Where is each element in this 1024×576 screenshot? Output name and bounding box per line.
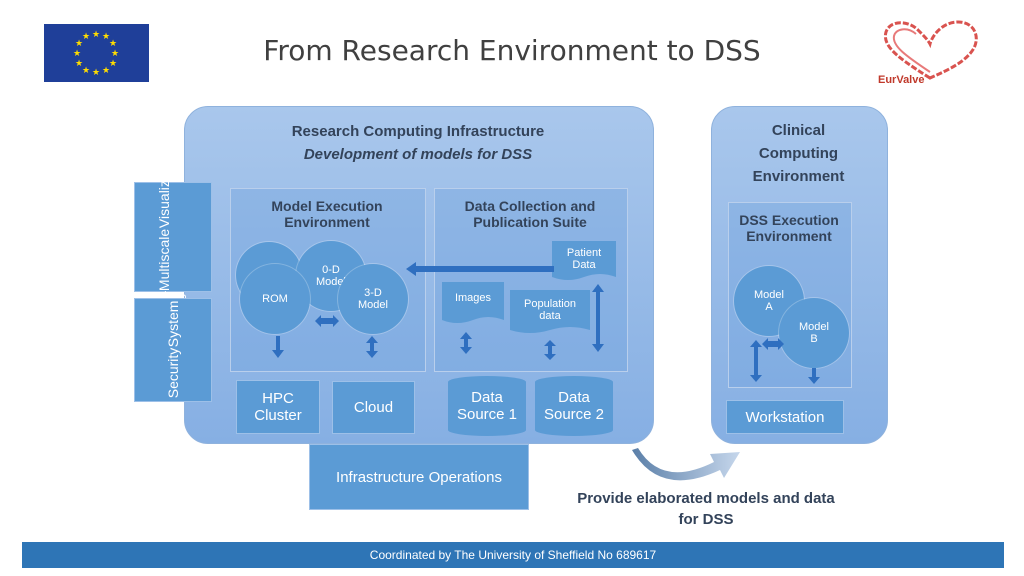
rom-3d-arrow-icon [315, 315, 339, 327]
clinical-title: Clinical Computing Environment [752, 121, 845, 185]
down-arrow-icon [272, 336, 284, 358]
svg-text:★: ★ [75, 38, 83, 48]
updown-arrow-icon [366, 336, 378, 358]
down-arrow-icon [808, 368, 820, 384]
data-collection-label: Data Collection and Publication Suite [464, 198, 596, 230]
visualization-box: Real-time Multiscale Visualization [134, 150, 212, 324]
dss-execution-label: DSS Execution Environment [739, 212, 839, 244]
heart-icon [883, 20, 978, 80]
node-rom: ROM [240, 264, 310, 334]
security-system-box: Security System [134, 298, 212, 402]
page-title: From Research Environment to DSS [263, 33, 761, 67]
population-data-label: Population data [524, 298, 576, 322]
svg-text:★: ★ [109, 58, 117, 68]
model-ab-arrow-icon [762, 338, 784, 350]
population-data-doc [510, 290, 590, 333]
svg-text:★: ★ [109, 38, 117, 48]
eu-flag-icon: ★ ★ ★ ★ ★ ★ ★ ★ ★ ★ ★ ★ [44, 24, 149, 82]
svg-text:★: ★ [82, 31, 90, 41]
images-doc [442, 282, 504, 323]
svg-text:★: ★ [82, 65, 90, 75]
svg-text:★: ★ [102, 65, 110, 75]
svg-text:★: ★ [92, 29, 100, 39]
patient-data-label: Patient Data [566, 247, 602, 271]
svg-text:★: ★ [111, 48, 119, 58]
updown-arrow-icon [750, 340, 762, 382]
data-source-1: Data Source 1 [448, 376, 526, 436]
updown-arrow-icon [460, 332, 472, 354]
node-3d-model: 3-D Model [338, 264, 408, 334]
research-title: Research Computing Infrastructure [291, 122, 545, 140]
updown-arrow-icon [592, 284, 604, 352]
research-subtitle: Development of models for DSS [303, 145, 533, 163]
eurvalve-logo: EurValve [878, 18, 983, 93]
footer-bar: Coordinated by The University of Sheffie… [22, 542, 1004, 568]
svg-text:★: ★ [92, 67, 100, 77]
svg-text:★: ★ [73, 48, 81, 58]
updown-arrow-icon [544, 340, 556, 360]
workstation-box: Workstation [726, 400, 844, 434]
curved-arrow-icon [632, 448, 740, 481]
svg-text:★: ★ [102, 31, 110, 41]
provide-text: Provide elaborated models and data for D… [577, 490, 835, 528]
data-source-2: Data Source 2 [535, 376, 613, 436]
node-model-b: Model B [779, 298, 849, 368]
model-execution-label: Model Execution Environment [271, 198, 383, 230]
data-to-model-arrow-icon [406, 262, 554, 276]
images-label: Images [454, 292, 492, 304]
svg-text:★: ★ [75, 58, 83, 68]
infrastructure-operations-box: Infrastructure Operations [309, 444, 529, 510]
hpc-cluster-box: HPC Cluster [236, 380, 320, 434]
patient-data-doc [552, 241, 616, 280]
cloud-box: Cloud [332, 381, 415, 434]
eurvalve-name: EurValve [878, 74, 925, 86]
